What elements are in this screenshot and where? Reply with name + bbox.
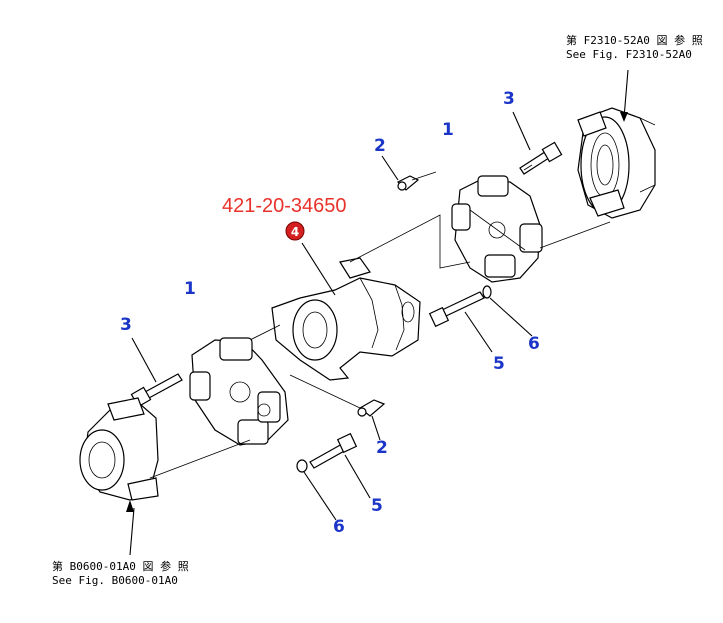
leader-3-left [131,337,157,383]
callout-6-bottom: 6 [333,517,345,537]
lower-bolt-5 [309,432,358,469]
assembly-line-top [349,214,471,269]
ref-note-top-jp: 第 F2310-52A0 図 参 照 [566,34,703,47]
ref-note-bottom-en: See Fig. B0600-01A0 [52,574,178,587]
callout-1-top: 1 [442,120,454,140]
lower-washer-6 [296,459,308,473]
assembly-line-flange [539,221,611,249]
callout-2-bottom: 2 [376,438,388,458]
assembly-line-fitting [289,374,361,409]
leader-2-top [381,155,399,181]
leader-3-top [512,111,531,151]
top-right-flange-yoke [577,107,656,219]
bottom-left-flange-yoke [79,397,159,501]
center-slip-yoke [271,257,421,381]
leader-4 [301,242,336,296]
leader-2-bottom [371,415,381,441]
arrow-head-top [620,112,628,122]
top-grease-fitting [396,171,437,191]
part-highlight-badge [285,221,305,241]
part-number-label: 421-20-34650 [222,195,347,217]
callout-5-top: 5 [493,354,505,374]
left-spider [189,337,289,446]
upper-bolt-5 [428,291,485,328]
callout-3-left: 3 [120,315,132,335]
callout-2-top: 2 [374,136,386,156]
callout-6-top: 6 [528,334,540,354]
ref-note-top-en: See Fig. F2310-52A0 [566,48,692,61]
ref-note-bottom-jp: 第 B0600-01A0 図 参 照 [52,560,189,573]
leader-6-bottom [303,471,337,521]
leader-5-top [464,311,493,353]
arrow-head-bottom [126,500,134,512]
callout-1-left: 1 [184,279,196,299]
leader-bottom-flange [129,507,135,556]
top-spider [451,175,543,283]
callout-3-top: 3 [503,89,515,109]
part-highlight-badge-label: 4 [291,225,299,239]
callout-5-bottom: 5 [371,496,383,516]
leader-top-flange [623,69,629,119]
leader-6-top [489,297,533,337]
leader-5-bottom [344,454,371,499]
top-bolt [519,141,563,175]
upper-washer-6 [482,285,492,299]
assembly-line-left [149,439,251,479]
bottom-grease-fitting [357,399,386,417]
